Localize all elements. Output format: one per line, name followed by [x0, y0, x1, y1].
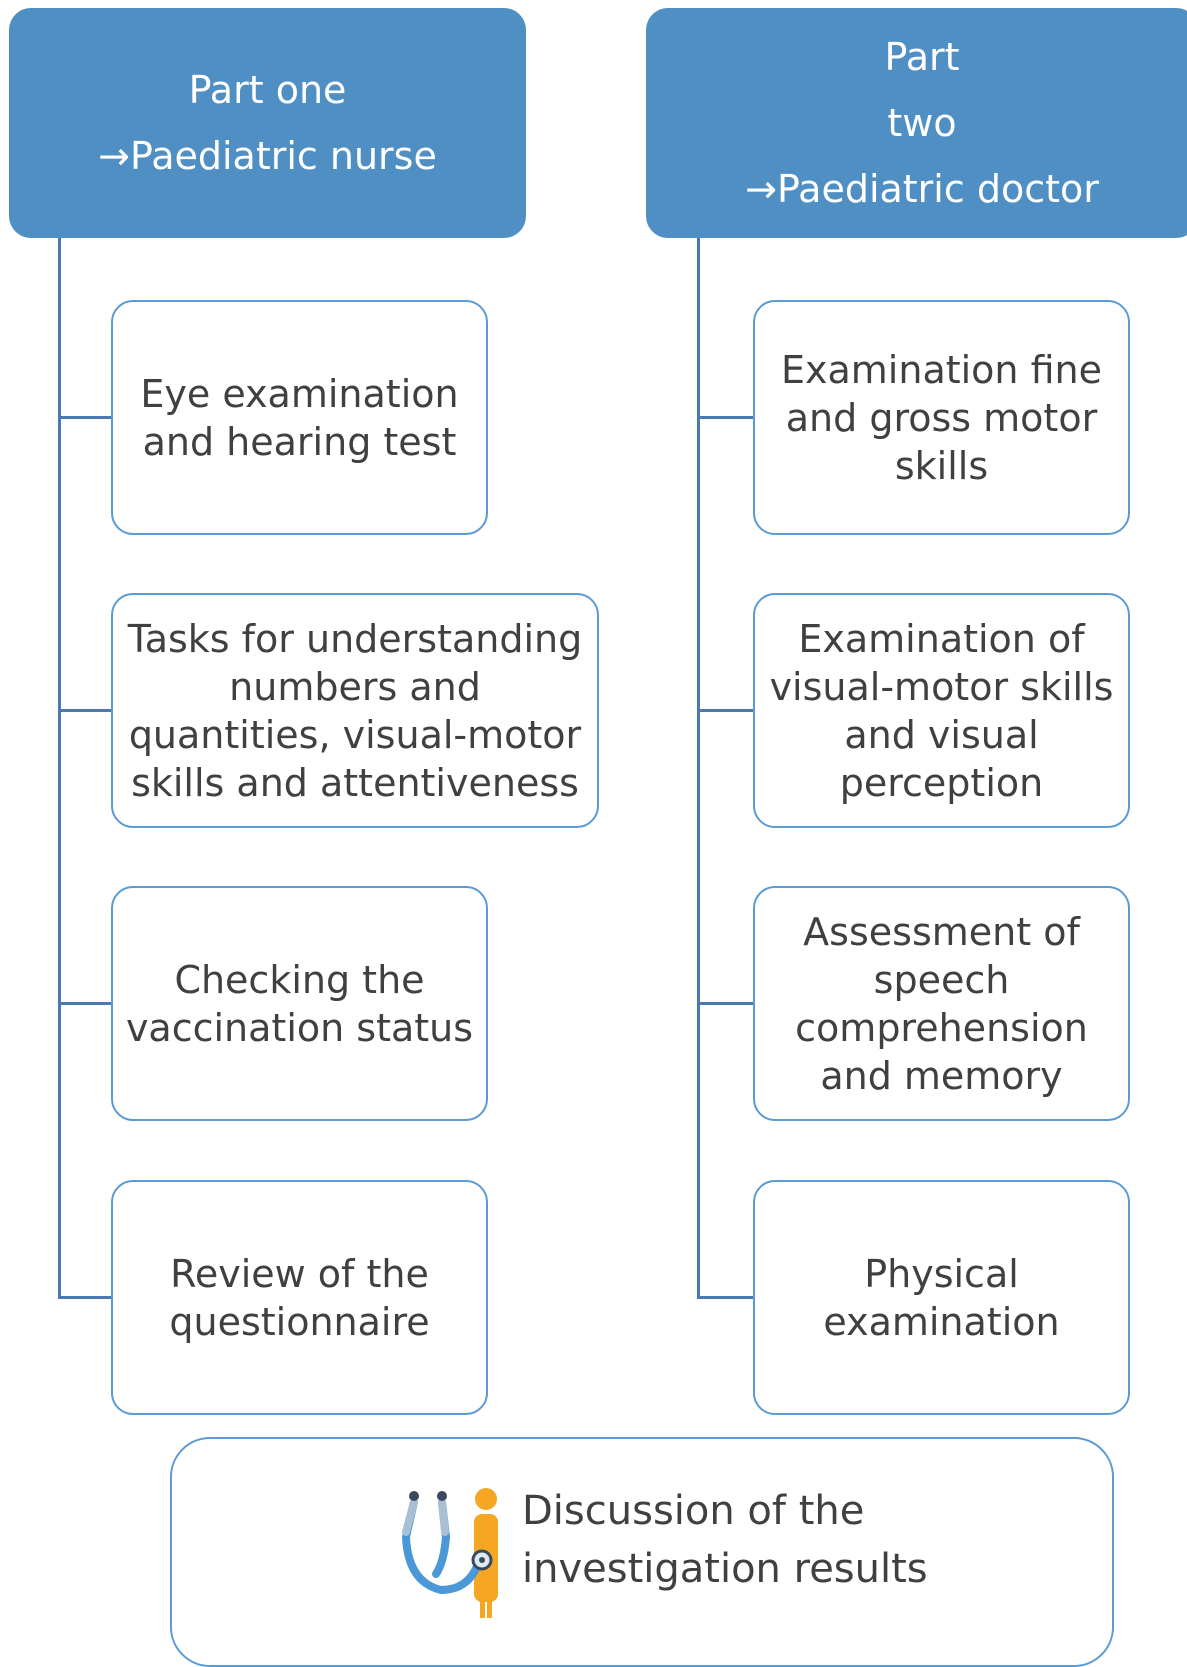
doctor-connector-2 [697, 709, 753, 712]
nurse-task-numbers-quantities: Tasks for understanding numbers and quan… [111, 593, 599, 828]
doctor-stethoscope-icon [401, 1488, 498, 1618]
part-one-title: Part one [188, 68, 347, 112]
doctor-task-speech-memory: Assessment of speech comprehension and m… [753, 886, 1130, 1121]
nurse-connector-2 [58, 709, 111, 712]
doctor-connector-3 [697, 1002, 753, 1005]
part-one-header: Part one →Paediatric nurse [9, 8, 526, 238]
nurse-task-questionnaire-review: Review of the questionnaire [111, 1180, 488, 1415]
nurse-task-vaccination-status: Checking the vaccination status [111, 886, 488, 1121]
nurse-task-eye-hearing: Eye examination and hearing test [111, 300, 488, 535]
nurse-connector-1 [58, 416, 111, 419]
part-one-role: →Paediatric nurse [98, 134, 437, 178]
doctor-task-physical-examination: Physical examination [753, 1180, 1130, 1415]
doctor-connector-4 [697, 1296, 753, 1299]
discussion-text: Discussion of the investigation results [522, 1488, 928, 1592]
nurse-connector-3 [58, 1002, 111, 1005]
doctor-task-visual-perception: Examination of visual-motor skills and v… [753, 593, 1130, 828]
part-two-title-line2: two [887, 101, 957, 145]
doctor-connector-vertical [697, 238, 700, 1299]
nurse-connector-vertical [58, 238, 61, 1299]
part-two-role: →Paediatric doctor [745, 167, 1099, 211]
part-two-header: Part two →Paediatric doctor [646, 8, 1187, 238]
doctor-connector-1 [697, 416, 753, 419]
nurse-connector-4 [58, 1296, 111, 1299]
part-two-title-line1: Part [884, 35, 960, 79]
doctor-task-motor-skills: Examination fine and gross motor skills [753, 300, 1130, 535]
discussion-box [170, 1437, 1114, 1667]
